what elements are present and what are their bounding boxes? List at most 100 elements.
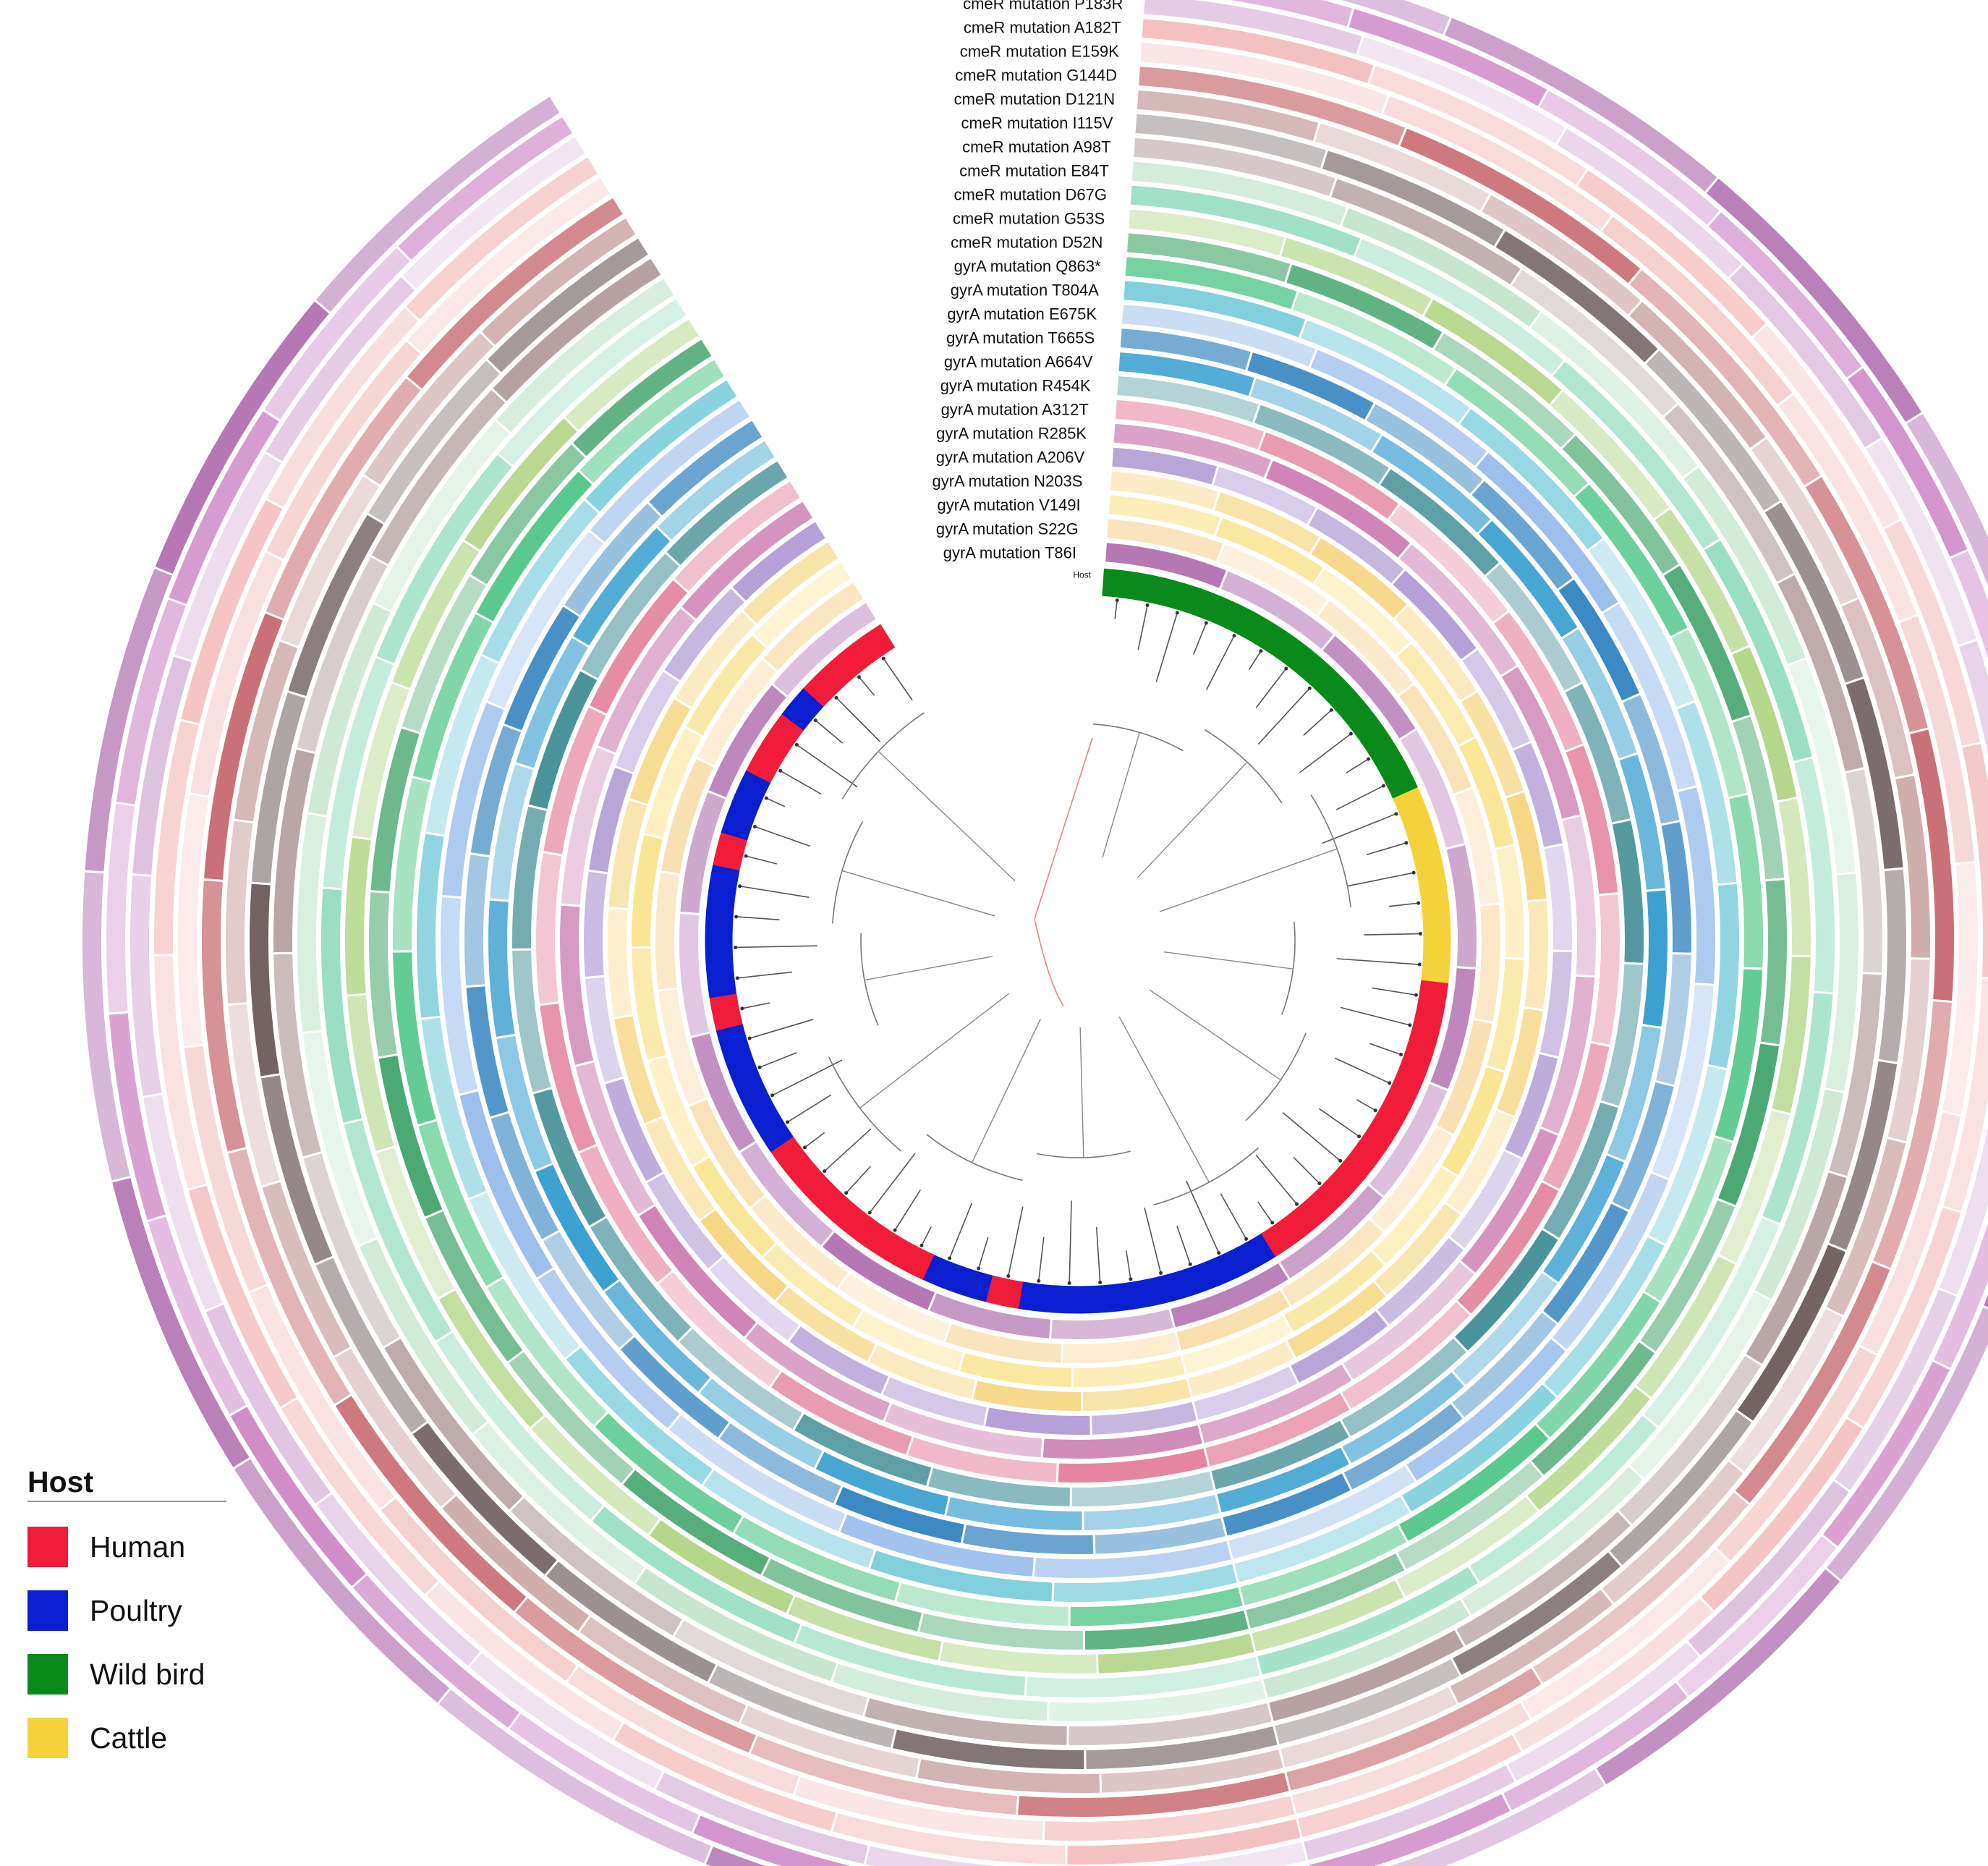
host-segment bbox=[746, 741, 786, 784]
heatmap-cell bbox=[404, 195, 626, 392]
tree-branch bbox=[745, 855, 777, 865]
tree-tip bbox=[1006, 1274, 1011, 1278]
host-segment bbox=[1309, 1174, 1353, 1217]
tree-branch bbox=[1257, 687, 1310, 745]
heatmap-cell bbox=[403, 154, 600, 323]
host-segment bbox=[721, 800, 758, 841]
tree-branch bbox=[1248, 650, 1262, 671]
tree-branch bbox=[1303, 709, 1332, 736]
tree-tip bbox=[1418, 932, 1422, 936]
host-segment bbox=[781, 687, 824, 731]
tree-branch bbox=[759, 1052, 797, 1068]
tree-tip bbox=[785, 1120, 789, 1124]
ring-label: gyrA mutation V149I bbox=[937, 496, 1080, 514]
ring-label: gyrA mutation N203S bbox=[932, 472, 1082, 491]
host-segment bbox=[705, 897, 735, 933]
ring-label: cmeR mutation D67G bbox=[953, 186, 1107, 204]
tree-branch bbox=[836, 697, 881, 742]
clade-stem bbox=[1079, 1027, 1084, 1158]
host-segment bbox=[953, 1266, 993, 1302]
tree-tip bbox=[1373, 1108, 1377, 1113]
heatmap-cell bbox=[404, 174, 613, 356]
tree-branch bbox=[749, 1019, 814, 1039]
tree-tip bbox=[1175, 611, 1179, 615]
ring-label: gyrA mutation A206V bbox=[936, 449, 1085, 467]
host-segment bbox=[1221, 601, 1263, 641]
tree-branch bbox=[739, 885, 810, 898]
heatmap-cell bbox=[485, 235, 651, 376]
heatmap-cell bbox=[478, 215, 639, 348]
host-segment bbox=[705, 962, 737, 998]
tree-branch bbox=[1340, 1006, 1411, 1026]
heatmap-cell bbox=[770, 600, 879, 699]
heatmap-cell bbox=[1903, 410, 1988, 593]
tree-branches bbox=[734, 598, 1422, 1285]
tree-tip bbox=[803, 1145, 807, 1150]
tree-branch bbox=[1008, 1206, 1024, 1276]
legend-swatch-wild-bird bbox=[27, 1654, 68, 1695]
tree-tip bbox=[919, 1243, 924, 1247]
heatmap-cell bbox=[750, 559, 854, 650]
tree-tip bbox=[735, 976, 739, 980]
host-segment bbox=[838, 1205, 881, 1247]
clade-arc bbox=[832, 820, 864, 924]
tree-branch bbox=[1137, 605, 1148, 650]
tree-branch bbox=[1335, 785, 1384, 810]
legend-swatch-poultry bbox=[27, 1590, 68, 1631]
tree-tip bbox=[1399, 1053, 1403, 1057]
host-segment bbox=[1421, 949, 1451, 984]
clade-arc bbox=[860, 933, 879, 1026]
tree-branch bbox=[1366, 842, 1407, 855]
tree-branch bbox=[1319, 1108, 1360, 1137]
tree-branch bbox=[948, 1203, 973, 1259]
tree-branch bbox=[780, 770, 822, 795]
tree-tip bbox=[1067, 1281, 1071, 1285]
heatmap-cell bbox=[760, 580, 867, 674]
tree-tip bbox=[1295, 1202, 1299, 1206]
ring-label: cmeR mutation P183R bbox=[963, 0, 1123, 13]
tree-branch bbox=[736, 916, 780, 920]
host-segment bbox=[1385, 1069, 1424, 1111]
tree-tip bbox=[1270, 1221, 1275, 1225]
heatmap-cell bbox=[462, 852, 492, 988]
tree-tip bbox=[1357, 1135, 1362, 1139]
heatmap-cell bbox=[729, 519, 828, 604]
tree-branch bbox=[1299, 733, 1351, 773]
tree-branch bbox=[1372, 987, 1416, 996]
host-segment bbox=[752, 1110, 794, 1153]
host-segment bbox=[1299, 655, 1343, 697]
tree-tip bbox=[1367, 757, 1371, 761]
ring-label: cmeR mutation A98T bbox=[962, 138, 1110, 156]
tree-branch bbox=[1336, 958, 1420, 965]
host-segment bbox=[770, 1136, 812, 1179]
tree-tip bbox=[764, 796, 768, 800]
tree-branch bbox=[804, 1132, 825, 1148]
host-segment bbox=[1378, 757, 1419, 799]
tree-branch bbox=[869, 1153, 916, 1213]
ring-label: gyrA mutation E675K bbox=[947, 305, 1097, 323]
tree-branch bbox=[1293, 1156, 1320, 1184]
tree-branch bbox=[1144, 1208, 1162, 1273]
tree-branch bbox=[1322, 813, 1397, 844]
host-segment bbox=[1416, 980, 1449, 1017]
host-segment bbox=[732, 770, 771, 812]
tree-branch bbox=[1346, 872, 1414, 887]
clade-arc bbox=[1281, 921, 1296, 1015]
legend-swatch-human bbox=[27, 1527, 68, 1567]
tree-tip bbox=[1307, 686, 1312, 690]
host-segment bbox=[1408, 1010, 1443, 1049]
heatmap-cell bbox=[569, 336, 715, 459]
tree-tip bbox=[1317, 1182, 1322, 1186]
tree-tip bbox=[1348, 731, 1353, 736]
heatmap-cell bbox=[1956, 637, 1988, 766]
tree-tip bbox=[1416, 901, 1421, 905]
heatmap-cell bbox=[1947, 548, 1988, 666]
heatmap-cell bbox=[645, 417, 765, 519]
host-segment bbox=[1084, 1284, 1119, 1314]
tree-branch bbox=[742, 1002, 770, 1009]
tree-branch bbox=[1095, 1226, 1101, 1283]
tree-tip bbox=[881, 656, 885, 661]
host-segment bbox=[803, 664, 846, 707]
